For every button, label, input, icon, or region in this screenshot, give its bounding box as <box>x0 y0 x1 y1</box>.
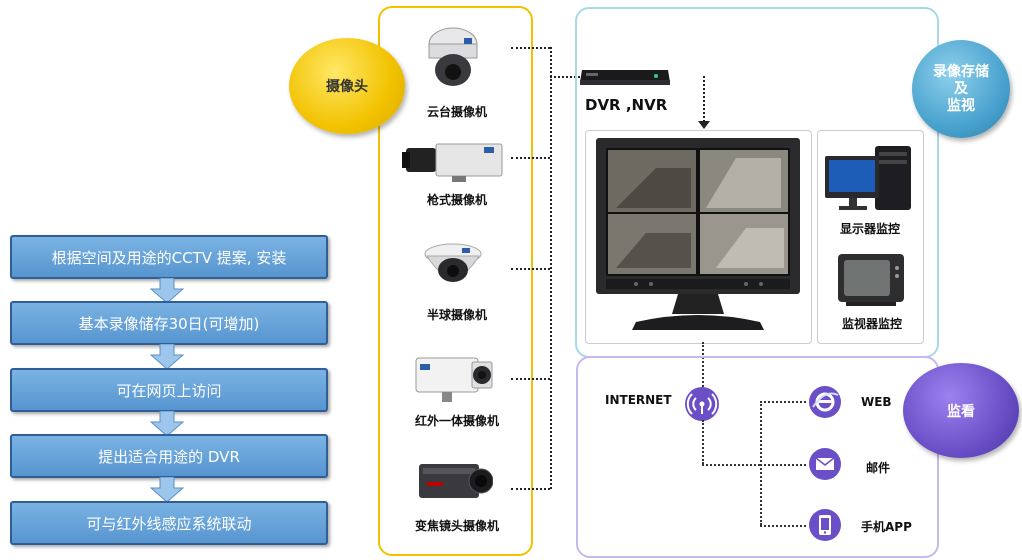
viewing-bubble-label: 监看 <box>947 403 975 420</box>
camera-label-dome: 半球摄像机 <box>426 308 487 322</box>
recording-bubble-line3: 监视 <box>947 97 975 114</box>
mobile-phone-icon[interactable] <box>808 508 842 542</box>
internet-label: INTERNET <box>605 393 672 407</box>
box-camera-icon <box>402 143 503 182</box>
tv-label: 监视器监控 <box>842 317 903 331</box>
flow-arrow-down-icon <box>150 411 184 437</box>
desktop-pc-icon <box>825 146 911 210</box>
connector-line <box>511 268 550 270</box>
web-label: WEB <box>861 395 892 409</box>
flow-arrow-down-icon <box>150 278 184 304</box>
flow-step-5: 可与红外线感应系统联动 <box>10 501 328 545</box>
connector-line <box>550 76 580 78</box>
flow-step-1: 根据空间及用途的CCTV 提案, 安装 <box>10 235 328 279</box>
dvr-label: DVR ,NVR <box>585 96 668 114</box>
wireless-signal-icon <box>685 387 719 421</box>
connector-bus <box>550 47 552 489</box>
connector-line <box>702 420 704 464</box>
camera-panel <box>378 6 533 556</box>
camera-bubble-label: 摄像头 <box>326 79 368 95</box>
monitor-label: 显示器监控 <box>840 222 901 236</box>
camera-label-zoom: 变焦镜头摄像机 <box>414 519 499 533</box>
recording-bubble-line2: 及 <box>954 80 968 97</box>
flow-step-2: 基本录像储存30日(可增加) <box>10 301 328 345</box>
mail-icon[interactable] <box>808 447 842 481</box>
flow-step-4: 提出适合用途的 DVR <box>10 434 328 478</box>
crt-tv-icon <box>838 254 904 306</box>
connector-line <box>511 488 550 490</box>
connector-line <box>703 76 705 122</box>
dvr-device-icon <box>580 70 670 85</box>
recording-bubble: 录像存储 及 监视 <box>912 40 1010 138</box>
connector-line <box>760 525 806 527</box>
connector-line <box>511 47 550 49</box>
camera-label-ptz: 云台摄像机 <box>426 105 487 119</box>
mail-label: 邮件 <box>866 461 891 475</box>
flow-step-3: 可在网页上访问 <box>10 368 328 412</box>
camera-label-ir: 红外一体摄像机 <box>414 414 499 428</box>
connector-line <box>511 378 550 380</box>
app-label: 手机APP <box>861 520 912 534</box>
monitoring-box <box>817 130 924 344</box>
connector-line <box>760 464 806 466</box>
monitor-frame <box>585 130 812 344</box>
zoom-camera-icon <box>419 464 493 498</box>
camera-bubble: 摄像头 <box>289 38 405 134</box>
recording-bubble-line1: 录像存储 <box>933 63 989 80</box>
viewing-bubble: 监看 <box>903 363 1019 458</box>
flow-arrow-down-icon <box>150 344 184 370</box>
connector-line <box>511 157 550 159</box>
connector-line <box>760 401 762 525</box>
viewing-panel <box>576 356 939 558</box>
connector-line <box>702 464 760 466</box>
web-browser-icon[interactable] <box>808 385 842 419</box>
arrow-down-icon <box>698 121 710 129</box>
dome-camera-icon <box>424 243 482 282</box>
ir-bullet-camera-icon <box>415 357 493 402</box>
dome-ptz-camera-icon <box>428 27 478 86</box>
connector-line <box>760 401 806 403</box>
flow-arrow-down-icon <box>150 477 184 503</box>
connector-line <box>702 342 704 390</box>
lcd-monitor-icon <box>596 138 800 330</box>
camera-label-box: 枪式摄像机 <box>426 193 487 207</box>
